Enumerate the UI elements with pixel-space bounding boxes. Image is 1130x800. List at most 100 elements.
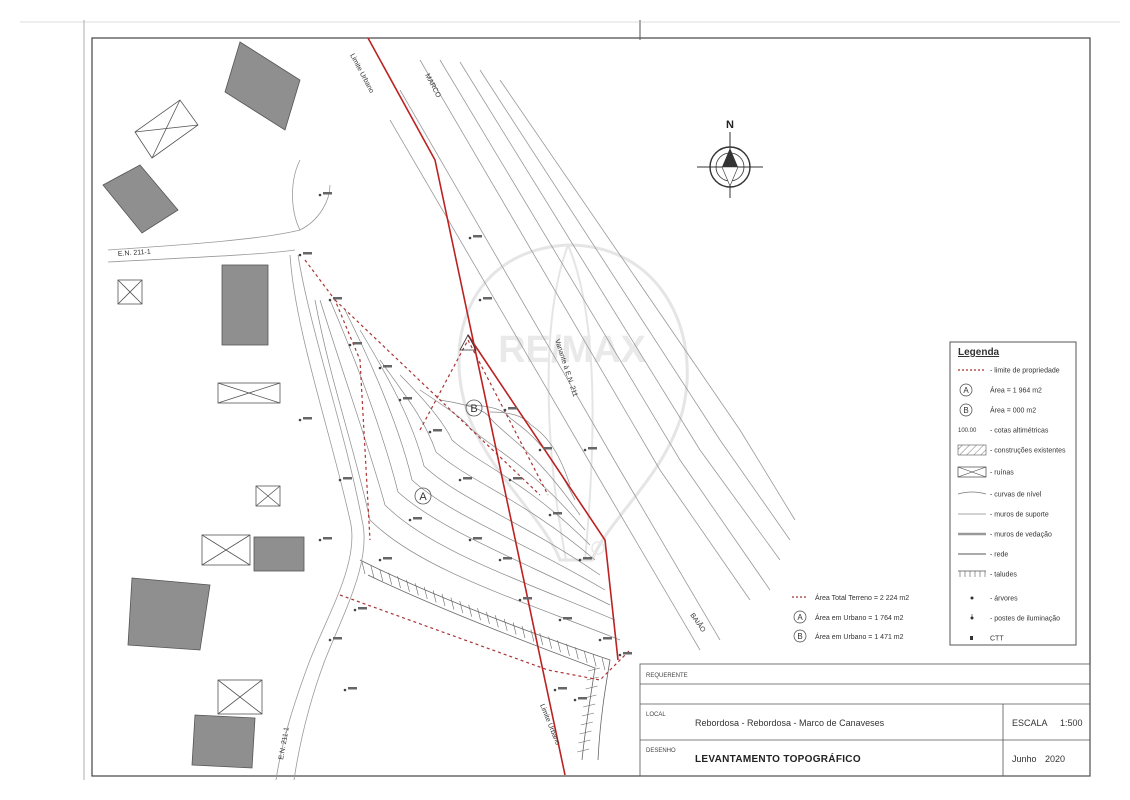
spot-height-point bbox=[318, 538, 322, 542]
legend-item-text: - postes de iluminação bbox=[990, 616, 1060, 623]
spot-height-point bbox=[318, 193, 322, 197]
spot-height-point bbox=[578, 558, 582, 562]
spot-height-value bbox=[323, 537, 332, 540]
spot-height-value bbox=[578, 697, 587, 700]
legend-item: - construções existentes bbox=[957, 444, 1066, 456]
spot-height-value bbox=[623, 652, 632, 655]
legend-item-text: - árvores bbox=[990, 596, 1018, 603]
spot-height-value bbox=[513, 477, 522, 480]
spot-height-point bbox=[558, 618, 562, 622]
area-b-marker bbox=[465, 399, 483, 417]
spot-height-value bbox=[508, 407, 517, 410]
legend-item-text: - cotas altimétricas bbox=[990, 428, 1049, 435]
existing-buildings bbox=[102, 41, 305, 769]
area-a-label: A bbox=[419, 491, 427, 503]
spot-height-point bbox=[338, 478, 342, 482]
date-value: 2020 bbox=[1045, 754, 1065, 764]
building bbox=[221, 264, 269, 346]
spot-height-point bbox=[328, 638, 332, 642]
legend-item: - limite de propriedade bbox=[958, 368, 1060, 375]
spot-height-point bbox=[458, 478, 462, 482]
spot-height-value bbox=[303, 252, 312, 255]
spot-height-value bbox=[523, 597, 532, 600]
spot-height-value bbox=[473, 537, 482, 540]
scale-value: 1:500 bbox=[1060, 718, 1083, 728]
north-label: N bbox=[726, 119, 734, 131]
talus-band bbox=[359, 559, 611, 761]
area-total-text: Área Total Terreno = 2 224 m2 bbox=[815, 593, 909, 602]
spot-height-value bbox=[413, 517, 422, 520]
legend-item: - curvas de nível bbox=[957, 492, 1042, 499]
legend-item-text: - limite de propriedade bbox=[990, 368, 1060, 375]
road-en-label: E.N. 211-1 bbox=[118, 249, 151, 258]
desenho-label: DESENHO bbox=[646, 748, 676, 754]
spot-height-point bbox=[378, 558, 382, 562]
spot-height-point bbox=[398, 398, 402, 402]
legend-item-text: - taludes bbox=[990, 572, 1017, 579]
spot-heights bbox=[298, 192, 632, 702]
legend-item: - rede bbox=[958, 552, 1008, 559]
spot-height-point bbox=[478, 298, 482, 302]
local-roads bbox=[107, 159, 365, 781]
ruins bbox=[117, 99, 281, 715]
spot-height-value bbox=[343, 477, 352, 480]
drawing-title: LEVANTAMENTO TOPOGRÁFICO bbox=[695, 752, 861, 765]
spot-height-value bbox=[383, 365, 392, 368]
spot-height-value bbox=[473, 235, 482, 238]
area-b-text: Área em Urbano = 1 471 m2 bbox=[815, 632, 904, 641]
legend-item: 100.00 - cotas altimétricas bbox=[958, 428, 1049, 435]
legend-item-text: Área = 1 964 m2 bbox=[990, 386, 1042, 395]
spot-height-point bbox=[348, 343, 352, 347]
legend-item-text: CTT bbox=[990, 636, 1004, 643]
requerente-label: REQUERENTE bbox=[646, 673, 688, 679]
legend-symbol-label: A bbox=[963, 386, 969, 395]
spot-height-value bbox=[433, 429, 442, 432]
legend-item-text: - muros de vedação bbox=[990, 532, 1052, 539]
spot-height-point bbox=[408, 518, 412, 522]
spot-height-value bbox=[323, 192, 332, 195]
spot-height-value bbox=[603, 637, 612, 640]
spot-height-value bbox=[358, 607, 367, 610]
spot-height-point bbox=[573, 698, 577, 702]
ruin bbox=[117, 279, 143, 305]
area-b-symbol: B bbox=[797, 632, 802, 641]
spot-height-point bbox=[428, 430, 432, 434]
spot-height-value bbox=[403, 397, 412, 400]
remax-watermark: RE/MAX bbox=[457, 243, 689, 562]
legend-item-text: - curvas de nível bbox=[990, 492, 1042, 499]
legend-symbol-label: 100.00 bbox=[958, 428, 977, 434]
legend-symbol-label: B bbox=[963, 406, 968, 415]
areas-summary: Área Total Terreno = 2 224 m2 A Área em … bbox=[792, 593, 909, 643]
north-arrow-icon: N bbox=[697, 119, 763, 198]
spot-height-point bbox=[353, 608, 357, 612]
spot-height-value bbox=[333, 637, 342, 640]
spot-height-point bbox=[618, 653, 622, 657]
spot-height-value bbox=[348, 687, 357, 690]
watermark-text: RE/MAX bbox=[498, 329, 646, 371]
ruin bbox=[134, 99, 199, 159]
spot-height-point bbox=[468, 538, 472, 542]
spot-height-point bbox=[378, 366, 382, 370]
talus-ticks bbox=[361, 561, 606, 753]
scale-label: ESCALA bbox=[1012, 718, 1048, 728]
spot-height-value bbox=[558, 687, 567, 690]
spot-height-point bbox=[498, 558, 502, 562]
ruin bbox=[255, 485, 281, 507]
legend-item: - árvores bbox=[970, 596, 1018, 603]
marco-label: MARCO bbox=[423, 73, 442, 100]
spot-height-point bbox=[343, 688, 347, 692]
urban-limit-line bbox=[367, 37, 619, 776]
title-block bbox=[639, 663, 1091, 777]
spot-height-point bbox=[553, 688, 557, 692]
area-b-label: B bbox=[470, 403, 477, 415]
property-boundary bbox=[304, 259, 631, 681]
spot-height-value bbox=[483, 297, 492, 300]
limite-urbano-label: Limite Urbano bbox=[348, 53, 375, 95]
legend-item: - muros de vedação bbox=[958, 532, 1052, 539]
variante-road-lines bbox=[389, 59, 796, 651]
legend-item: CTT bbox=[970, 636, 1004, 643]
spot-height-point bbox=[328, 298, 332, 302]
area-a-marker bbox=[414, 487, 432, 505]
